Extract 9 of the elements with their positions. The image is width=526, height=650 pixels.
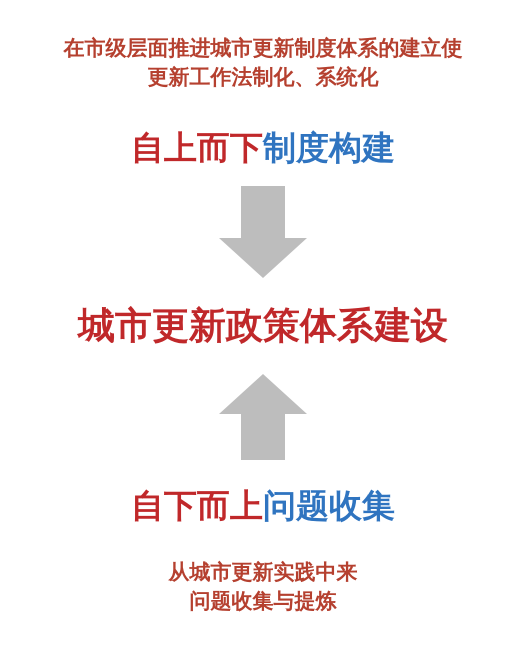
- description-text: 在市级层面推进城市更新制度体系的建立使更新工作法制化、系统化: [62, 35, 464, 92]
- heading-text: 自下而上: [131, 486, 263, 526]
- description-text: 从城市更新实践中来问题收集与提炼: [167, 559, 358, 616]
- block-arrow: [219, 186, 307, 278]
- center-title: 城市更新政策体系建设: [78, 304, 448, 348]
- heading-text: 问题收集: [263, 486, 395, 526]
- heading-text: 自上而下: [131, 128, 263, 168]
- heading-text: 制度构建: [263, 128, 395, 168]
- block-arrow: [219, 374, 307, 460]
